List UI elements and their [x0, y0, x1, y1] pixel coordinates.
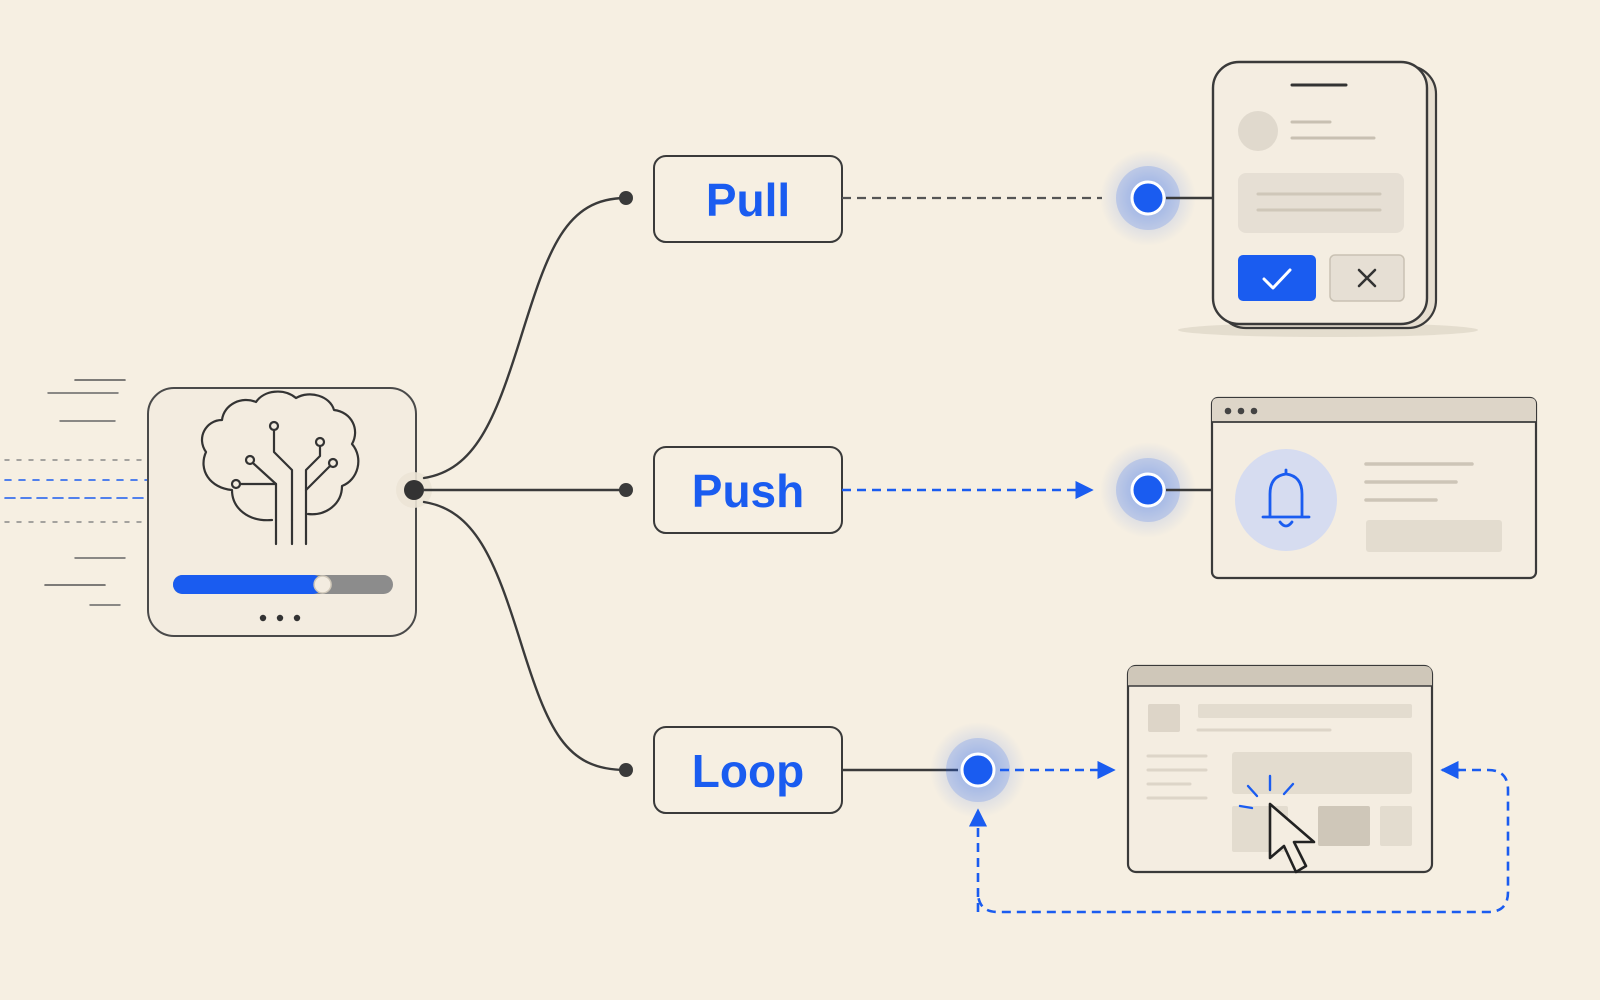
reject-button[interactable] [1329, 254, 1405, 302]
avatar [1238, 111, 1278, 151]
close-icon [1357, 268, 1377, 288]
approve-button[interactable] [1238, 255, 1316, 301]
mode-loop[interactable]: Loop [653, 726, 843, 814]
notification-window [1210, 396, 1538, 580]
interactive-window [1126, 664, 1434, 874]
mode-loop-label: Loop [692, 745, 804, 797]
branch-nodes [619, 191, 633, 777]
model-progress-bar [173, 575, 393, 594]
branch-connectors [422, 196, 628, 772]
model-output-port [396, 472, 432, 508]
bell-icon [1261, 468, 1311, 528]
phone-device [1178, 60, 1478, 337]
loading-dots [259, 614, 301, 622]
motion-lines [4, 379, 161, 606]
brain-circuit-icon [200, 390, 360, 546]
mode-pull[interactable]: Pull [653, 155, 843, 243]
check-icon [1262, 268, 1292, 290]
loop-connection [842, 722, 1510, 914]
model-card [147, 387, 417, 637]
cursor-click-icon [1238, 774, 1316, 874]
mode-push[interactable]: Push [653, 446, 843, 534]
mode-pull-label: Pull [706, 174, 790, 226]
push-connection [842, 442, 1212, 538]
mode-push-label: Push [692, 465, 804, 517]
pull-connection [842, 150, 1216, 246]
